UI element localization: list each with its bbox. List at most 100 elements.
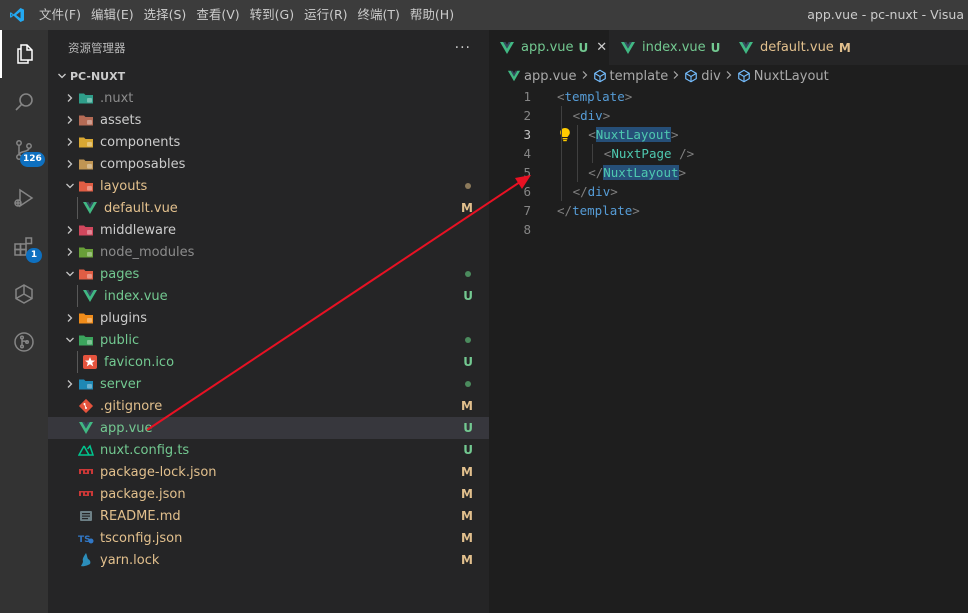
menu-item[interactable]: 文件(F) <box>39 7 81 22</box>
folder-item[interactable]: middleware <box>48 219 489 241</box>
folder-item[interactable]: public <box>48 329 489 351</box>
code-line[interactable]: 4<NuxtPage /> <box>489 144 968 163</box>
extensions-badge: 1 <box>26 248 42 263</box>
git-status-badge: M <box>461 399 473 413</box>
vue-file-icon <box>620 40 636 56</box>
folder-item[interactable]: components <box>48 131 489 153</box>
folder-item[interactable]: composables <box>48 153 489 175</box>
code-token: < <box>557 89 565 104</box>
line-number: 8 <box>523 222 531 237</box>
source-control-button[interactable]: 126 <box>0 126 48 174</box>
plugins-folder-icon <box>78 310 94 326</box>
more-actions-button[interactable]: ··· <box>454 39 471 56</box>
remote-explorer-button[interactable] <box>0 270 48 318</box>
folder-item[interactable]: layouts <box>48 175 489 197</box>
tree-item-label: server <box>100 376 142 392</box>
run-debug-icon <box>14 188 34 208</box>
workspace-root-label: PC-NUXT <box>70 69 126 83</box>
search-button[interactable] <box>0 78 48 126</box>
tree-spacer <box>62 483 78 505</box>
symbol-element-icon <box>684 69 698 83</box>
menu-item[interactable]: 帮助(H) <box>409 7 455 22</box>
code-line[interactable]: 3<NuxtLayout> <box>489 125 968 144</box>
line-number: 5 <box>523 165 531 180</box>
tree-item-label: assets <box>100 112 142 128</box>
tab-label: index.vue <box>642 40 706 55</box>
breadcrumb-item[interactable]: div <box>684 69 721 84</box>
menu-bar: 文件(F) 编辑(E) 选择(S) 查看(V) 转到(G) 运行(R) 终端(T) 帮助(H) <box>34 0 459 30</box>
code-token: > <box>610 184 618 199</box>
close-icon[interactable]: ✕ <box>596 40 608 55</box>
folder-item[interactable]: plugins <box>48 307 489 329</box>
code-line[interactable]: 2<div> <box>489 106 968 125</box>
code-line[interactable]: 8 <box>489 220 968 239</box>
folder-item[interactable]: pages <box>48 263 489 285</box>
menu-item[interactable]: 运行(R) <box>304 7 348 22</box>
code-token: > <box>602 108 611 123</box>
menu-item[interactable]: 查看(V) <box>196 7 240 22</box>
code-token: </ <box>588 165 604 180</box>
vue-file-icon <box>78 420 94 436</box>
layouts-folder-icon <box>78 178 94 194</box>
tree-item-label: plugins <box>100 310 147 326</box>
code-editor[interactable]: 1<template>2<div>3<NuxtLayout>4<NuxtPage… <box>489 87 968 239</box>
code-line[interactable]: 1<template> <box>489 87 968 106</box>
git-file-icon <box>78 398 94 414</box>
folder-item[interactable]: server <box>48 373 489 395</box>
code-text: </div> <box>573 182 618 201</box>
breadcrumb-item[interactable]: NuxtLayout <box>737 69 829 84</box>
file-item[interactable]: nuxt.config.ts U <box>48 439 489 461</box>
tree-item-label: components <box>100 134 181 150</box>
tree-spacer <box>62 439 78 461</box>
code-line[interactable]: 7</template> <box>489 201 968 220</box>
code-token: NuxtPage <box>611 146 672 161</box>
code-line[interactable]: 5</NuxtLayout> <box>489 163 968 182</box>
indent-guide <box>592 144 594 163</box>
vscode-logo-icon[interactable] <box>0 0 34 30</box>
code-token: > <box>632 203 640 218</box>
lightbulb-icon[interactable] <box>559 127 571 147</box>
breadcrumb-item[interactable]: app.vue <box>507 69 577 84</box>
workspace-root[interactable]: PC-NUXT <box>48 65 489 87</box>
breadcrumb-item[interactable]: template <box>593 69 668 84</box>
menu-item[interactable]: 终端(T) <box>357 7 400 22</box>
git-status-badge: U <box>463 443 473 457</box>
folder-item[interactable]: .nuxt <box>48 87 489 109</box>
folder-item[interactable]: node_modules <box>48 241 489 263</box>
folder-item[interactable]: assets <box>48 109 489 131</box>
git-status-badge: U <box>463 421 473 435</box>
run-debug-button[interactable] <box>0 174 48 222</box>
menu-item[interactable]: 选择(S) <box>143 7 187 22</box>
extensions-button[interactable]: 1 <box>0 222 48 270</box>
tree-item-label: nuxt.config.ts <box>100 442 190 458</box>
git-status-badge: M <box>461 201 473 215</box>
indent-guide <box>561 106 562 201</box>
chevron-down-icon <box>62 329 78 351</box>
code-line[interactable]: 6</div> <box>489 182 968 201</box>
server-folder-icon <box>78 376 94 392</box>
code-token: template <box>564 89 625 104</box>
folder-icon <box>78 156 94 172</box>
tree-spacer <box>62 417 78 439</box>
menu-item[interactable]: 编辑(E) <box>90 7 134 22</box>
files-icon <box>17 44 33 64</box>
explorer-button[interactable] <box>0 30 48 78</box>
code-token: < <box>588 127 596 142</box>
assets-folder-icon <box>78 112 94 128</box>
menu-item[interactable]: 转到(G) <box>249 7 295 22</box>
git-graph-button[interactable] <box>0 318 48 366</box>
